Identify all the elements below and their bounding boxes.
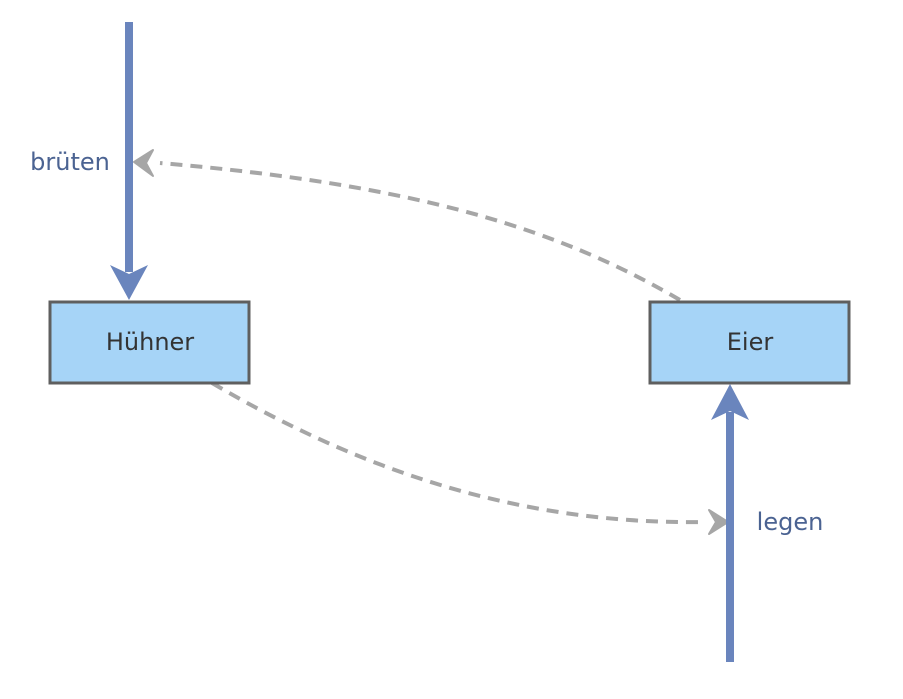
stock-huehner[interactable] xyxy=(48,300,251,385)
link-huehner-to-legen xyxy=(210,381,705,525)
link-arrowhead-legen xyxy=(708,509,729,535)
link-arrowhead-brueten xyxy=(133,149,154,177)
flow-brueten-arrowhead xyxy=(110,265,148,300)
stock-eier[interactable] xyxy=(648,300,851,385)
stock-eier-label: Eier xyxy=(727,328,774,356)
flow-brueten-label: brüten xyxy=(30,148,110,176)
flow-legen-label: legen xyxy=(757,508,824,536)
flow-legen-arrowhead xyxy=(711,384,749,420)
stock-huehner-label: Hühner xyxy=(106,328,194,356)
link-eier-to-brueten xyxy=(159,161,682,302)
